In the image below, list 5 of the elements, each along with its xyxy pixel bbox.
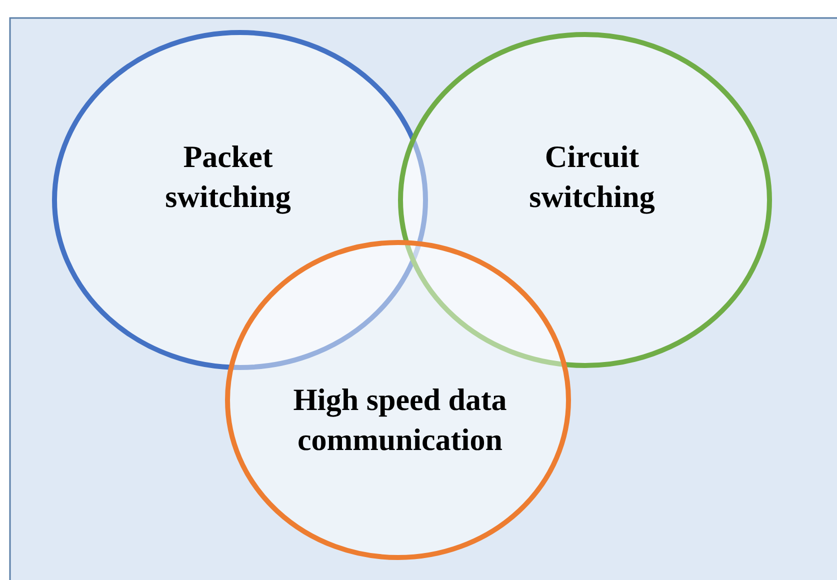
circle-label: Circuit switching xyxy=(528,138,656,216)
venn-circle xyxy=(225,240,571,560)
circle-label: High speed data communication xyxy=(292,381,508,459)
circle-label: Packet switching xyxy=(164,138,292,216)
venn-circle xyxy=(398,32,772,368)
